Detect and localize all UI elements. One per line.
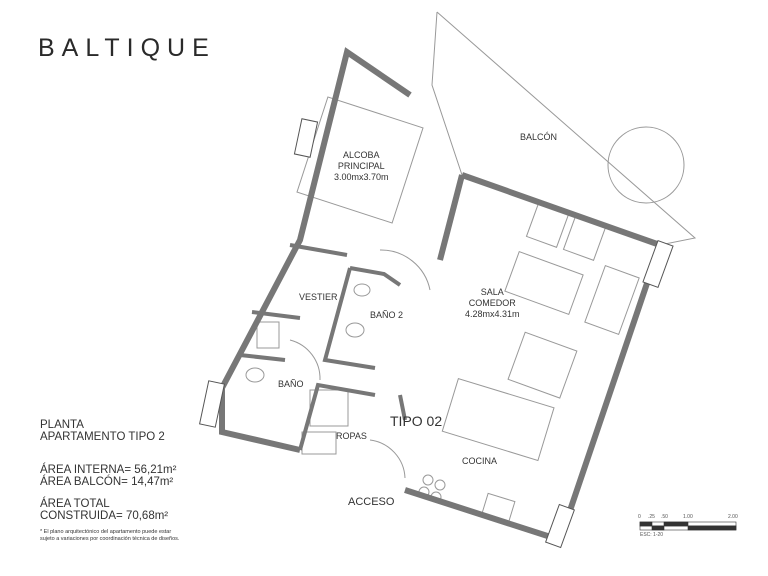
info-area-interna: ÁREA INTERNA= 56,21m² bbox=[40, 464, 177, 476]
room-name: PRINCIPAL bbox=[337, 161, 385, 171]
wall bbox=[251, 310, 301, 320]
room-label-cocina: COCINA bbox=[462, 456, 498, 466]
stove-burner bbox=[434, 479, 446, 491]
wall bbox=[298, 382, 376, 451]
door-swing bbox=[289, 339, 321, 381]
disclaimer-note: * El plano arquitectónico del apartament… bbox=[40, 529, 172, 535]
wall bbox=[349, 266, 402, 287]
room-label-ropas: ROPAS bbox=[336, 431, 367, 441]
wall bbox=[557, 244, 663, 541]
scale-bar bbox=[639, 521, 737, 531]
scale-tick: .25 bbox=[648, 514, 655, 520]
info-planta: PLANTA bbox=[40, 419, 84, 431]
disclaimer-note: sujeto a variaciones por coordinación té… bbox=[40, 536, 180, 542]
scale-label: ESC: 1-20 bbox=[640, 532, 664, 538]
toilet bbox=[245, 367, 265, 383]
info-area-total: ÁREA TOTAL bbox=[40, 498, 110, 510]
room-dimensions: 4.28mx4.31m bbox=[465, 309, 520, 319]
balcony-table bbox=[607, 126, 685, 204]
info-area-balcon: ÁREA BALCÓN= 14,47m² bbox=[40, 476, 174, 488]
room-label-bano: BAÑO bbox=[278, 379, 304, 389]
label-acceso: ACCESO bbox=[348, 496, 395, 508]
room-label-bano2: BAÑO 2 bbox=[370, 310, 404, 320]
kitchen-island bbox=[441, 377, 555, 462]
room-label-vestier: VESTIER bbox=[299, 292, 338, 302]
room-dimensions: 3.00mx3.70m bbox=[334, 172, 389, 182]
scale-tick: 1.00 bbox=[683, 514, 693, 520]
wall bbox=[437, 174, 465, 261]
room-label-alcoba: ALCOBA PRINCIPAL 3.00mx3.70m bbox=[334, 150, 389, 183]
info-area-construida: CONSTRUIDA= 70,68m² bbox=[40, 510, 169, 522]
room-name: COMEDOR bbox=[468, 298, 516, 308]
scale-tick: .50 bbox=[661, 514, 668, 520]
dining-table bbox=[507, 331, 578, 399]
room-name: SALA bbox=[480, 287, 504, 297]
info-apartamento: APARTAMENTO TIPO 2 bbox=[40, 431, 165, 443]
wall bbox=[322, 267, 376, 370]
stove-burner bbox=[422, 474, 434, 486]
window bbox=[642, 239, 674, 289]
wall bbox=[461, 172, 661, 248]
wall bbox=[289, 243, 348, 257]
window bbox=[545, 503, 575, 549]
unit-type-label: TIPO 02 bbox=[390, 413, 443, 429]
window bbox=[199, 380, 225, 428]
toilet bbox=[345, 322, 365, 338]
sofa bbox=[504, 250, 584, 316]
door-swing bbox=[369, 439, 406, 479]
toilet bbox=[353, 283, 371, 297]
wall bbox=[398, 394, 407, 421]
armchair bbox=[584, 265, 640, 335]
brand-logo: BALTIQUE bbox=[38, 34, 216, 62]
wall bbox=[239, 353, 286, 362]
wall bbox=[404, 487, 561, 543]
window bbox=[293, 118, 319, 158]
room-label-sala: SALA COMEDOR 4.28mx4.31m bbox=[465, 287, 520, 320]
room-name: ALCOBA bbox=[343, 150, 380, 160]
dryer bbox=[301, 431, 337, 455]
door-swing bbox=[379, 249, 431, 291]
lavatory bbox=[256, 321, 280, 349]
scale-tick: 2.00 bbox=[728, 514, 738, 520]
scale-tick: 0 bbox=[638, 514, 641, 520]
room-label-balcon: BALCÓN bbox=[520, 132, 558, 142]
